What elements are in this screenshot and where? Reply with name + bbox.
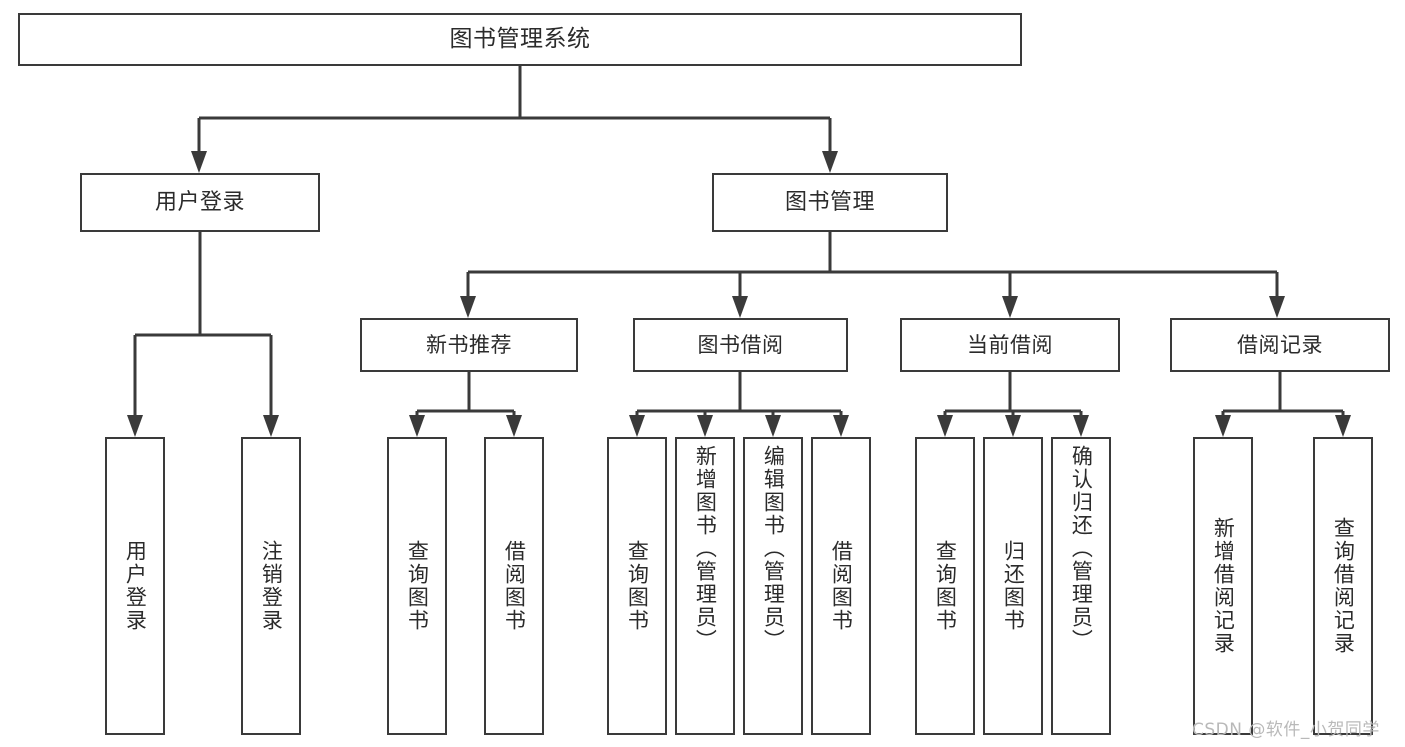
- node-label: 归还图书: [1001, 540, 1026, 632]
- node-label: 确认归还（管理员）: [1069, 445, 1094, 652]
- node-leaf-借阅图书[interactable]: 借阅图书: [484, 437, 544, 735]
- node-label: 查询借阅记录: [1331, 517, 1356, 655]
- node-leaf-归还图书[interactable]: 归还图书: [983, 437, 1043, 735]
- node-label: 借阅图书: [502, 540, 527, 632]
- arrowhead-icon: [697, 415, 713, 437]
- node-label: 查询图书: [405, 540, 430, 632]
- node-leaf-查询图书[interactable]: 查询图书: [915, 437, 975, 735]
- node-label: 图书管理系统: [449, 26, 591, 53]
- node-l1-用户登录[interactable]: 用户登录: [80, 173, 320, 232]
- arrowhead-icon: [765, 415, 781, 437]
- arrowhead-icon: [629, 415, 645, 437]
- arrowhead-icon: [409, 415, 425, 437]
- node-label: 用户登录: [154, 189, 245, 215]
- node-leaf-编辑图书管理员[interactable]: 编辑图书（管理员）: [743, 437, 803, 735]
- node-leaf-查询图书[interactable]: 查询图书: [387, 437, 447, 735]
- arrowhead-icon: [732, 296, 748, 318]
- arrowhead-icon: [506, 415, 522, 437]
- node-label: 查询图书: [625, 540, 650, 632]
- node-label: 用户登录: [123, 540, 148, 632]
- arrowhead-icon: [1002, 296, 1018, 318]
- node-l2-当前借阅[interactable]: 当前借阅: [900, 318, 1120, 372]
- node-label: 当前借阅: [967, 332, 1053, 357]
- node-leaf-用户登录[interactable]: 用户登录: [105, 437, 165, 735]
- arrowhead-icon: [1335, 415, 1351, 437]
- node-leaf-查询借阅记录[interactable]: 查询借阅记录: [1313, 437, 1373, 735]
- csdn-watermark: CSDN @软件_小贺同学: [1192, 720, 1380, 740]
- node-label: 新增图书（管理员）: [693, 445, 718, 652]
- node-label: 图书管理: [784, 189, 875, 215]
- node-root-图书管理系统[interactable]: 图书管理系统: [18, 13, 1022, 66]
- arrowhead-icon: [460, 296, 476, 318]
- node-leaf-新增借阅记录[interactable]: 新增借阅记录: [1193, 437, 1253, 735]
- arrowhead-icon: [127, 415, 143, 437]
- arrowhead-icon: [1005, 415, 1021, 437]
- node-label: 注销登录: [259, 540, 284, 632]
- node-l2-新书推荐[interactable]: 新书推荐: [360, 318, 578, 372]
- node-l1-图书管理[interactable]: 图书管理: [712, 173, 948, 232]
- arrowhead-icon: [822, 151, 838, 173]
- node-leaf-新增图书管理员[interactable]: 新增图书（管理员）: [675, 437, 735, 735]
- arrowhead-icon: [263, 415, 279, 437]
- node-leaf-借阅图书[interactable]: 借阅图书: [811, 437, 871, 735]
- node-leaf-注销登录[interactable]: 注销登录: [241, 437, 301, 735]
- node-label: 查询图书: [933, 540, 958, 632]
- node-label: 新书推荐: [426, 332, 512, 357]
- arrowhead-icon: [1073, 415, 1089, 437]
- arrowhead-icon: [833, 415, 849, 437]
- arrowhead-icon: [937, 415, 953, 437]
- node-label: 编辑图书（管理员）: [761, 445, 786, 652]
- node-leaf-查询图书[interactable]: 查询图书: [607, 437, 667, 735]
- node-label: 图书借阅: [697, 332, 784, 357]
- arrowhead-icon: [1269, 296, 1285, 318]
- arrowhead-icon: [1215, 415, 1231, 437]
- arrowhead-icon: [191, 151, 207, 173]
- node-label: 借阅记录: [1237, 332, 1323, 357]
- node-l2-借阅记录[interactable]: 借阅记录: [1170, 318, 1390, 372]
- node-label: 借阅图书: [829, 540, 854, 632]
- node-label: 新增借阅记录: [1211, 517, 1236, 655]
- node-l2-图书借阅[interactable]: 图书借阅: [633, 318, 848, 372]
- node-leaf-确认归还管理员[interactable]: 确认归还（管理员）: [1051, 437, 1111, 735]
